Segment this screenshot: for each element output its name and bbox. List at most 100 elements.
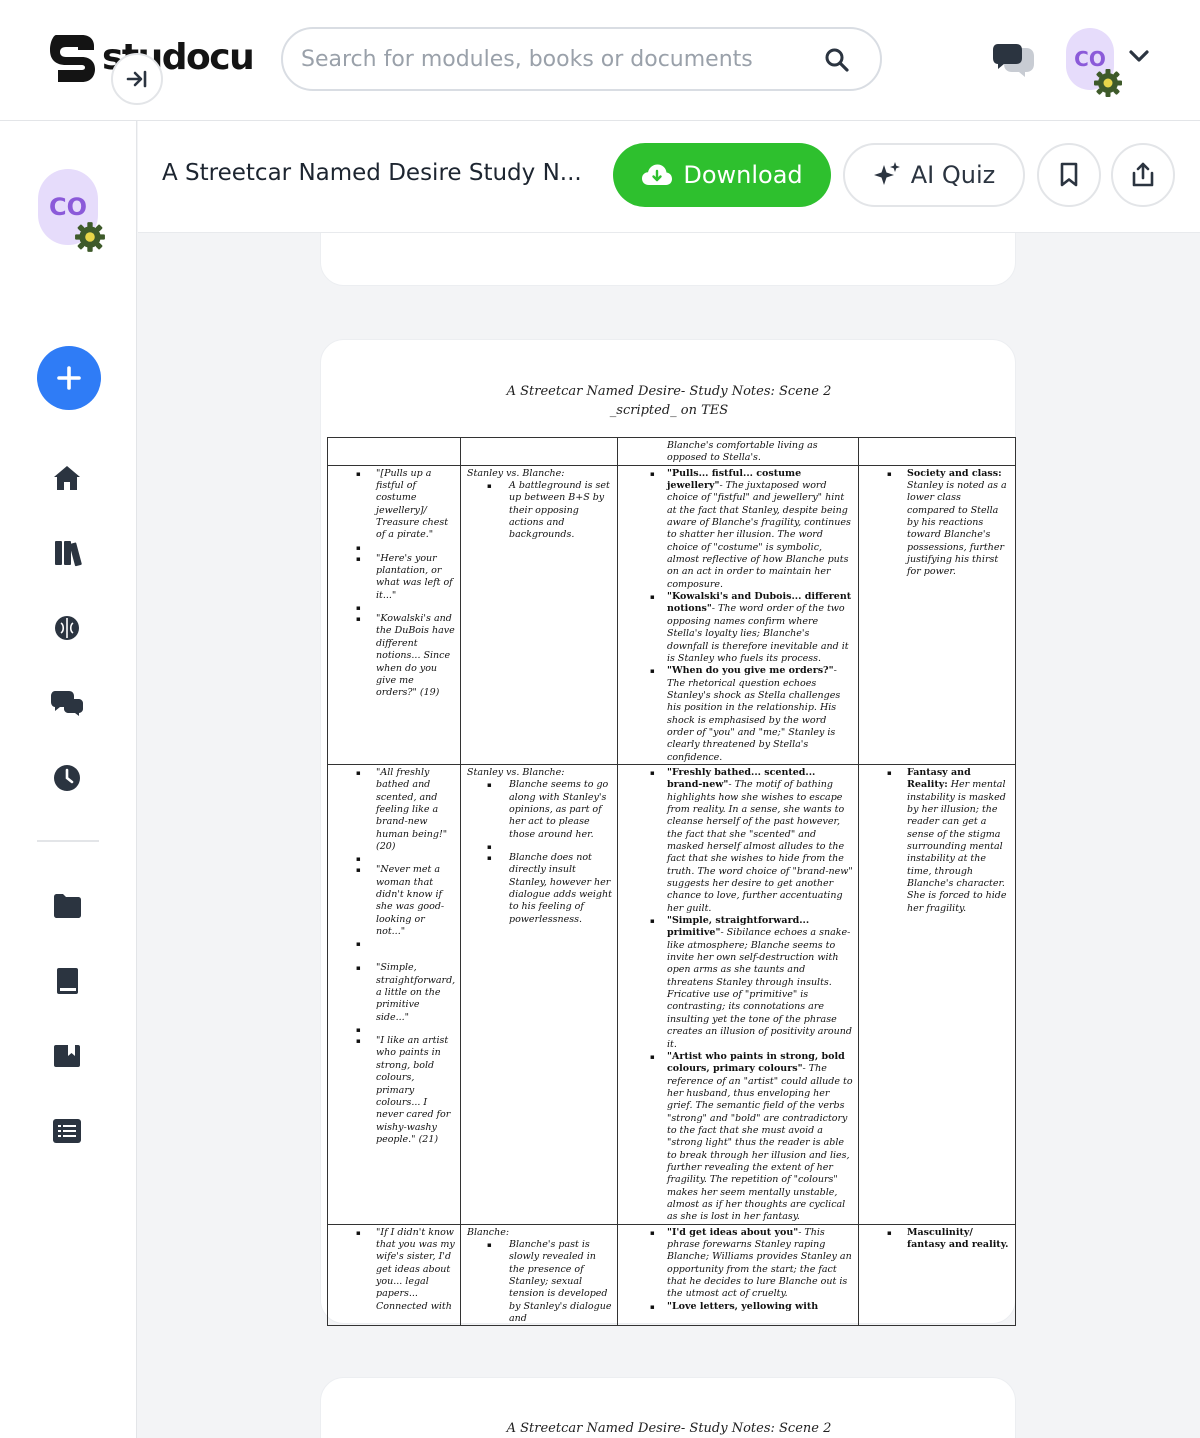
top-bar: studocu CO [0,0,1200,121]
chat-icon[interactable] [992,42,1036,78]
plus-icon [57,366,81,390]
bookmark-icon [1060,162,1078,187]
studocu-logo-icon [50,35,95,82]
ai-quiz-button[interactable]: AI Quiz [843,143,1025,207]
table-cell: "Freshly bathed... scented... brand-new"… [617,763,859,1225]
search-input[interactable] [301,43,801,75]
sidebar-item-lists[interactable] [50,1114,84,1148]
table-cell: "Pulls... fistful... costume jewellery"-… [617,464,859,765]
list-item: "When do you give me orders?"- The rheto… [624,665,853,764]
table-cell: Blanche: Blanche's past is slowly reveal… [460,1223,618,1327]
list-item: "Never met a woman that didn't know if s… [334,864,455,938]
search-bar[interactable] [281,27,882,91]
list-item: "Love letters, yellowing with [624,1301,853,1314]
collapse-sidebar-button[interactable] [111,53,163,105]
list-item: "Kowalski's and the DuBois have differen… [334,613,455,699]
gear-icon [75,222,105,252]
table-cell: "I'd get ideas about you"- This phrase f… [617,1223,859,1327]
table-cell: "[Pulls up a fistful of costume jeweller… [327,464,461,765]
left-sidebar: CO [0,121,137,1438]
list-item: "Simple, straightforward, a little on th… [334,962,455,1024]
search-icon[interactable] [824,47,850,73]
home-icon [54,466,80,490]
bookmark-button[interactable] [1037,143,1101,207]
document-page-next: A Streetcar Named Desire- Study Notes: S… [320,1377,1016,1438]
avatar-initials: CO [48,193,87,221]
messages-icon [51,691,83,716]
sidebar-item-recent[interactable] [50,761,84,795]
list-item: "Artist who paints in strong, bold colou… [624,1051,853,1224]
list-item: "Freshly bathed... scented... brand-new"… [624,767,853,915]
folder-icon [54,894,81,918]
list-item: Blanche's past is slowly revealed in the… [467,1239,612,1325]
list-item: A battleground is set up between B+S by … [467,480,612,542]
table-cell: Society and class: Stanley is noted as a… [858,464,1016,765]
table-row: "If I didn't know that you was my wife's… [327,1223,1016,1327]
library-icon [55,541,82,567]
bookmarked-icon [54,1045,80,1067]
table-row: "[Pulls up a fistful of costume jeweller… [327,464,1016,765]
list-item: "Kowalski's and Dubois... different noti… [624,591,853,665]
table-cell: Stanley vs. Blanche: Blanche seems to go… [460,763,618,1225]
list-item: Blanche does not directly insult Stanley… [467,852,612,926]
table-cell: "All freshly bathed and scented, and fee… [327,763,461,1225]
list-item: Society and class: Stanley is noted as a… [865,468,1010,579]
share-button[interactable] [1111,143,1175,207]
ai-brain-icon [55,616,79,640]
sidebar-divider [37,840,99,842]
list-item: "Pulls... fistful... costume jewellery"-… [624,468,853,591]
page-heading-line2: _scripted_ on TES [609,403,729,418]
list-item: "[Pulls up a fistful of costume jeweller… [334,468,455,542]
list-item: Masculinity/ fantasy and reality. [865,1227,1010,1252]
page-heading: A Streetcar Named Desire- Study Notes: S… [506,1421,832,1436]
list-item: Fantasy and Reality: Her mental instabil… [865,767,1010,915]
list-item: "Simple, straightforward... primitive"- … [624,915,853,1051]
cell-heading: Stanley vs. Blanche: [467,467,565,479]
list-item: "Here's your plantation, or what was lef… [334,553,455,602]
list-item: "If I didn't know that you was my wife's… [334,1227,455,1313]
cloud-download-icon [642,164,673,185]
table-cell: Masculinity/ fantasy and reality. [858,1223,1016,1327]
page-heading-line1: A Streetcar Named Desire- Study Notes: S… [506,384,832,399]
chevron-down-icon[interactable] [1128,48,1150,64]
document-title: A Streetcar Named Desire Study N... [162,160,582,186]
sidebar-item-books[interactable] [50,964,84,998]
table-cell [460,437,618,466]
sidebar-item-saved[interactable] [50,1039,84,1073]
cell-heading: Blanche: [467,1226,510,1238]
table-cell: Fantasy and Reality: Her mental instabil… [858,763,1016,1225]
sparkles-icon [873,162,900,185]
sidebar-item-messages[interactable] [50,686,84,720]
list-item: "I like an artist who paints in strong, … [334,1035,455,1146]
table-cell [858,437,1016,466]
list-icon [53,1119,81,1143]
share-icon [1132,162,1154,187]
collapse-sidebar-icon [126,70,147,88]
notes-table: Blanche's comfortable living as opposed … [327,437,1016,1327]
sidebar-item-ai[interactable] [50,611,84,645]
table-cell: "If I didn't know that you was my wife's… [327,1223,461,1327]
page-heading: A Streetcar Named Desire- Study Notes: S… [321,382,1017,420]
ai-quiz-label: AI Quiz [910,161,996,189]
sidebar-item-folders[interactable] [50,889,84,923]
list-item: "All freshly bathed and scented, and fee… [334,767,455,853]
download-button[interactable]: Download [613,143,831,207]
table-cell: Blanche's comfortable living as opposed … [617,437,859,466]
table-cell [327,437,461,466]
list-item: "I'd get ideas about you"- This phrase f… [624,1227,853,1301]
download-label: Download [683,161,803,189]
table-row: Blanche's comfortable living as opposed … [327,437,1016,466]
sidebar-item-home[interactable] [50,461,84,495]
list-item: Blanche seems to go along with Stanley's… [467,779,612,841]
document-page: A Streetcar Named Desire- Study Notes: S… [320,339,1017,1327]
avatar-initials: CO [1074,47,1106,71]
table-row: "All freshly bathed and scented, and fee… [327,763,1016,1225]
sidebar-item-library[interactable] [50,536,84,570]
cell-heading: Stanley vs. Blanche: [467,766,565,778]
gear-icon [1094,69,1122,97]
recent-clock-icon [54,765,80,791]
book-icon [57,968,78,994]
table-cell: Stanley vs. Blanche: A battleground is s… [460,464,618,765]
cell-text: Blanche's comfortable living as opposed … [667,440,818,464]
add-button[interactable] [37,346,101,410]
